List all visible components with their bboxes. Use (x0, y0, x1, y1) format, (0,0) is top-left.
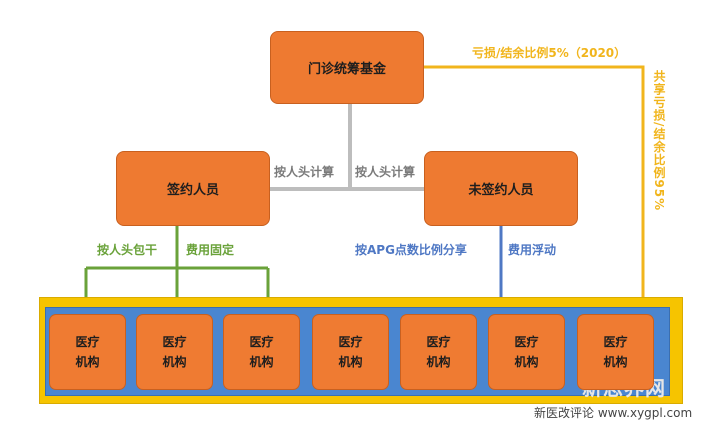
institution-line1: 医疗 (162, 335, 187, 349)
institution-line2: 机构 (338, 355, 363, 369)
institution-line1: 医疗 (514, 335, 539, 349)
capitation-label-left: 按人头计算 (274, 165, 335, 179)
unsigned-members-node: 未签约人员 (424, 151, 578, 226)
institution-line1: 医疗 (338, 335, 363, 349)
fund-node-label: 门诊统筹基金 (307, 62, 386, 77)
institution-line2: 机构 (249, 355, 274, 369)
site-watermark: 新医改评论 www.xygpl.com (534, 406, 693, 420)
fixed-cost-label: 费用固定 (186, 243, 235, 257)
institution-line2: 机构 (75, 355, 100, 369)
institution-line2: 机构 (426, 355, 451, 369)
apg-share-label: 按APG点数比例分享 (355, 243, 467, 257)
loss-surplus-5-label: 亏损/结余比例5%（2020） (472, 46, 627, 60)
capitation-label-right: 按人头计算 (355, 165, 416, 179)
signed-members-node: 签约人员 (116, 151, 270, 226)
institution-box: 医疗机构 (488, 314, 565, 390)
yellow-line (424, 65, 645, 300)
per-head-contract-label: 按人头包干 (97, 243, 158, 257)
institution-line1: 医疗 (249, 335, 274, 349)
institution-box: 医疗机构 (136, 314, 213, 390)
unsigned-members-label: 未签约人员 (468, 183, 534, 198)
institution-box: 医疗机构 (400, 314, 477, 390)
institution-box: 医疗机构 (577, 314, 654, 390)
institution-line2: 机构 (603, 355, 628, 369)
institution-line1: 医疗 (75, 335, 100, 349)
institution-line1: 医疗 (426, 335, 451, 349)
signed-members-label: 签约人员 (166, 183, 219, 198)
institution-box: 医疗机构 (49, 314, 126, 390)
fund-node: 门诊统筹基金 (270, 31, 424, 104)
institution-line2: 机构 (162, 355, 187, 369)
floating-cost-label: 费用浮动 (508, 243, 557, 257)
loss-surplus-95-label: 共享亏损/结余比例95% (652, 70, 666, 212)
institution-line2: 机构 (514, 355, 539, 369)
institution-box: 医疗机构 (312, 314, 389, 390)
institution-line1: 医疗 (603, 335, 628, 349)
institution-box: 医疗机构 (223, 314, 300, 390)
